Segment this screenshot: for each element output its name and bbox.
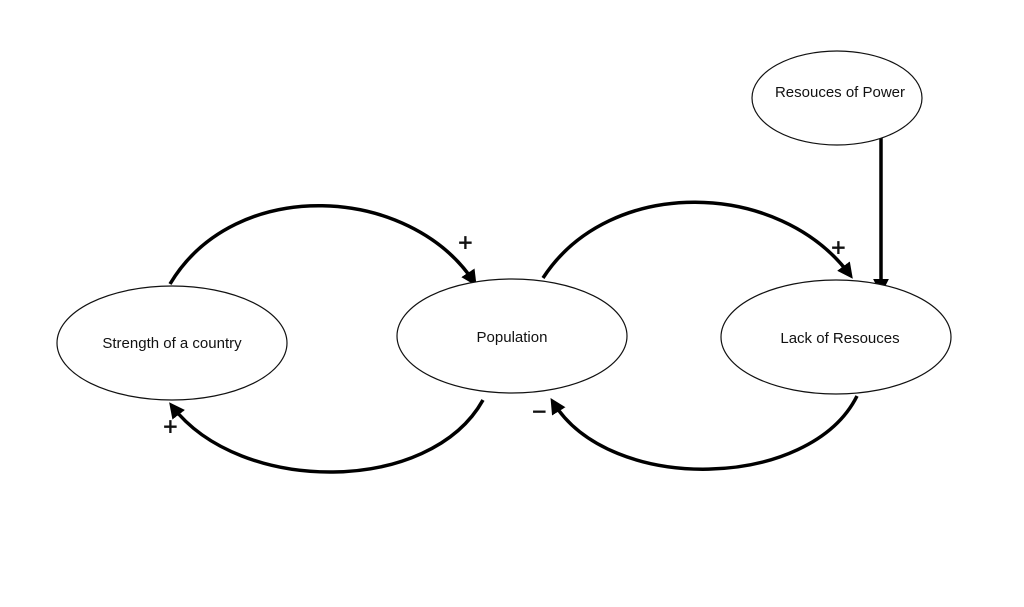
node-power-label: Resouces of Power [775, 84, 905, 101]
node-strength-of-a-country: Strength of a country [56, 285, 288, 401]
edge-population-to-lack [541, 200, 853, 279]
node-resouces-of-power: Resouces of Power [751, 50, 923, 146]
edge-population-to-strength [169, 399, 485, 474]
node-strength-shape [56, 285, 288, 401]
node-lack-label: Lack of Resouces [780, 330, 899, 347]
edge-strength-to-population-sign: + [457, 230, 474, 254]
edge-lack-to-population [550, 395, 859, 471]
node-population-shape [396, 278, 628, 394]
node-lack-shape [720, 279, 952, 395]
node-lack-of-resouces: Lack of Resouces [720, 279, 952, 395]
edge-population-to-lack-sign: + [830, 235, 847, 259]
node-population-label: Population [477, 329, 548, 346]
node-power-shape [751, 50, 923, 146]
node-strength-label: Strength of a country [102, 335, 242, 352]
edge-strength-to-population [168, 204, 477, 286]
edge-lack-to-population-sign: − [531, 399, 548, 423]
edge-population-to-strength-sign: + [162, 414, 179, 438]
node-population: Population [396, 278, 628, 394]
